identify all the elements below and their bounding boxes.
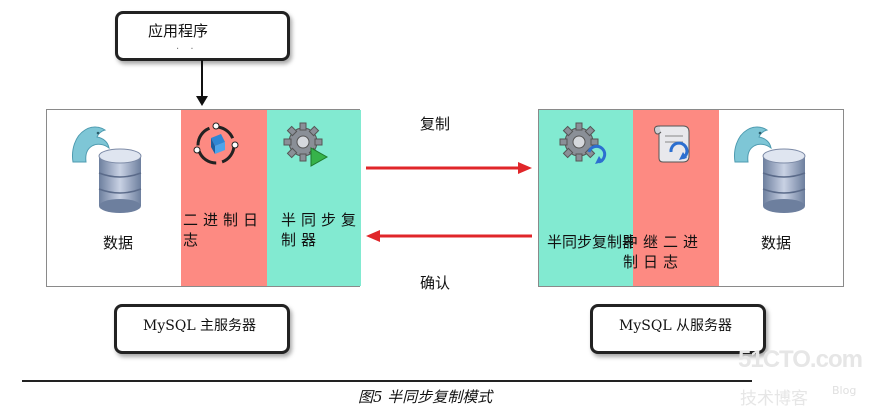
slave-name-label: MySQL 从服务器 [619, 318, 733, 334]
caption-rule [22, 380, 752, 382]
master-data-label: 数据 [103, 234, 134, 252]
app-to-binlog-arrow [196, 60, 208, 106]
gear-sync-icon [559, 122, 607, 164]
replicate-label: 复制 [420, 115, 451, 133]
slave-data-cell: 数据 [719, 110, 845, 286]
master-name-box: MySQL 主服务器 [114, 304, 290, 354]
watermark-site: 51CTO.com [738, 346, 863, 373]
dots-decoration: · · [176, 44, 198, 55]
slave-data-label: 数据 [761, 234, 792, 252]
slave-semisync-cell: 半同步复制器 [539, 110, 637, 286]
master-semisync-cell: 半同步复制器 [267, 110, 361, 286]
gear-play-icon [283, 122, 329, 167]
master-binlog-cell: 二进制日志 [181, 110, 267, 286]
ack-label: 确认 [420, 274, 451, 292]
figure-caption: 图5 半同步复制模式 [358, 388, 493, 406]
mysql-dolphin-icon [72, 126, 110, 163]
ack-arrow [366, 230, 532, 242]
slave-semisync-label: 半同步复制器 [547, 233, 638, 251]
application-box: 应用程序 · · [115, 11, 290, 61]
master-server: 数据 二进制日志 [46, 109, 361, 287]
slave-relaylog-label: 中继二进制日志 [623, 233, 704, 271]
mysql-dolphin-icon [734, 126, 772, 163]
application-label: 应用程序 [148, 22, 209, 40]
replicate-arrow [366, 162, 532, 174]
master-binlog-label: 二进制日志 [183, 211, 264, 249]
slave-relaylog-cell: 中继二进制日志 [623, 110, 719, 286]
slave-server: 半同步复制器 中继二进制日志 数 [538, 109, 844, 287]
watermark-tagline: 技术博客 [740, 389, 808, 409]
scroll-sync-icon [654, 125, 690, 163]
watermark-blog: Blog [832, 384, 857, 397]
database-icon [762, 148, 806, 213]
master-semisync-label: 半同步复制器 [281, 211, 362, 249]
database-icon [98, 148, 142, 213]
slave-name-box: MySQL 从服务器 [590, 304, 766, 354]
master-data-cell: 数据 [47, 110, 181, 286]
master-name-label: MySQL 主服务器 [143, 318, 257, 334]
binlog-cycle-icon [193, 122, 239, 165]
